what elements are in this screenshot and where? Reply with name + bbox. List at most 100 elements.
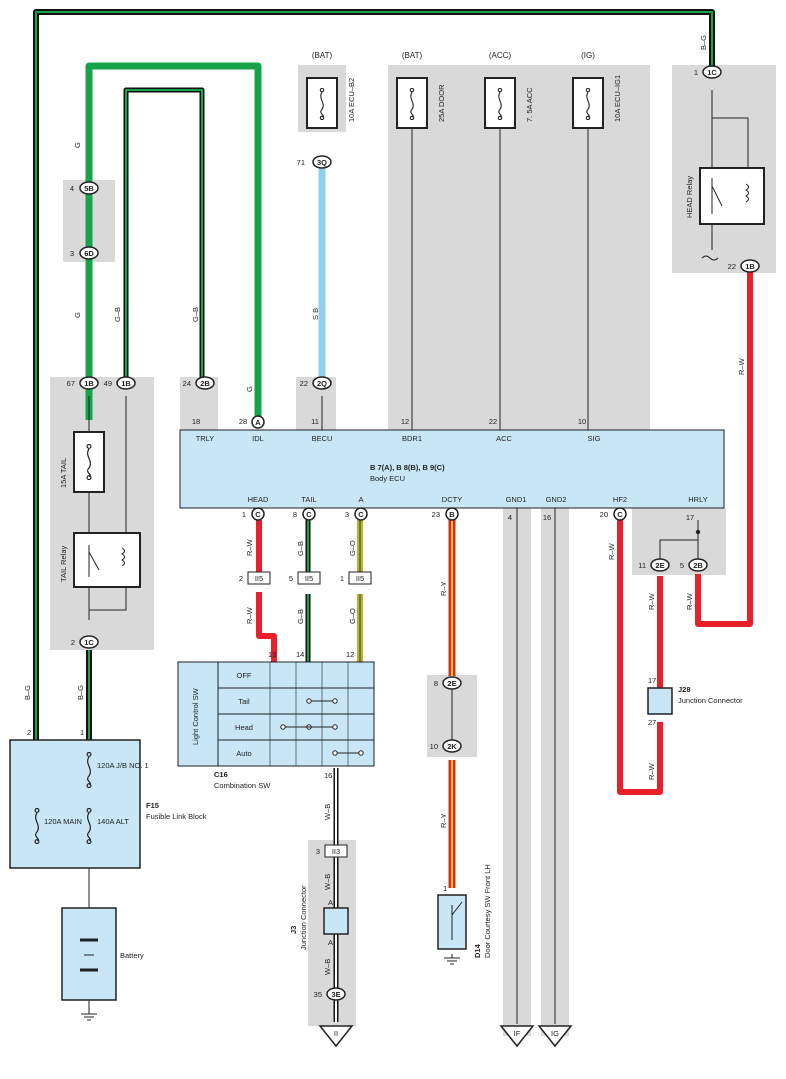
relay-label: TAIL Relay (59, 545, 68, 582)
wire-code-g: G (245, 386, 254, 392)
ecu-pin-label: GND2 (546, 495, 567, 504)
switch-pin: 16 (324, 771, 332, 780)
connector-pin: 5 (289, 574, 293, 583)
wire-code-wb: W–B (323, 804, 332, 820)
fusible-pin-right: 1 (80, 728, 84, 737)
ecu-subtitle: Body ECU (370, 474, 405, 483)
connector-pin: 5 (680, 561, 684, 570)
panel-tail-block (50, 377, 154, 650)
wire-code-rw: R–W (245, 538, 254, 556)
connector-pin: 1 (340, 574, 344, 583)
j3-pin-a: A (328, 938, 333, 947)
battery-label: Battery (120, 951, 144, 960)
fuse-name: 15A TAIL (59, 458, 68, 488)
ecu-pin-num: 23 (432, 510, 440, 519)
j28-junction: 17 27 J28 Junction Connector (647, 676, 743, 727)
wire-code-go: G–O (348, 608, 357, 624)
ecu-pin-num: 18 (192, 417, 200, 426)
fusible-ref: F15 (146, 801, 159, 810)
wire-code-rw: R–W (607, 542, 616, 560)
relay-label: HEAD Relay (685, 176, 694, 218)
ecu-bottom-connectors: C 1 C 8 C 3 B 23 4 16 C 20 17 (242, 507, 694, 522)
fuse-ig1: (IG) 10A ECU–IG1 (572, 51, 622, 129)
switch-pin: 13 (268, 650, 276, 659)
j28-ref: J28 (678, 685, 691, 694)
fuse-name: 7. 5A ACC (525, 87, 534, 122)
connector-code: 2E (447, 679, 456, 688)
switch-ref: C16 (214, 770, 228, 779)
j3-ref: J3 (289, 926, 298, 934)
connector-code: 5B (84, 184, 94, 193)
wire-code-bg: B–G (76, 685, 85, 700)
fuse-supply-label: (BAT) (312, 51, 333, 60)
switch-pin: 12 (346, 650, 354, 659)
grounds-if-ig: IF IG (499, 1025, 573, 1048)
wire-code-bg: B–G (23, 685, 32, 700)
ecu-pin-num: 17 (686, 513, 694, 522)
ecu-pin-label: TAIL (301, 495, 316, 504)
fuse-supply-label: (ACC) (489, 51, 512, 60)
connector-code: II5 (305, 574, 313, 583)
wire-code-g: G (73, 312, 82, 318)
connector-code: II5 (356, 574, 364, 583)
connector-code: B (449, 510, 455, 519)
wire-rw-head (256, 520, 277, 662)
ecu-pin-num: 3 (345, 510, 349, 519)
fuse-main: 120A MAIN (44, 817, 82, 826)
wire-rw-relay (695, 272, 753, 627)
connector-pin: 2 (71, 638, 75, 647)
wire-code-g: G (73, 142, 82, 148)
switch-row-tail: Tail (238, 697, 250, 706)
connector-code: II5 (255, 574, 263, 583)
wire-code-rw: R–W (647, 762, 656, 780)
connector-pin: 1 (694, 68, 698, 77)
fuse-name: 10A ECU–B2 (347, 78, 356, 122)
panels (50, 65, 776, 1036)
ecu-pin-label: BDR1 (402, 434, 422, 443)
ecu-pin-label: TRLY (196, 434, 215, 443)
ecu-pin-label: GND1 (506, 495, 527, 504)
wire-code-ry: R–Y (439, 581, 448, 596)
connector-pin: 2 (239, 574, 243, 583)
fuse-alt: 140A ALT (97, 817, 129, 826)
ecu-pin-num: 1 (242, 510, 246, 519)
switch-desc: Combination SW (214, 781, 271, 790)
switch-name: Light Control SW (191, 687, 200, 745)
head-relay-block: B–G 1C 1 HEAD Relay 1B 22 R–W (685, 35, 765, 375)
wire-code-gb: G–B (113, 307, 122, 322)
door-desc: Door Courtesy SW Front LH (483, 864, 492, 958)
wire-code-bg: B–G (699, 35, 708, 50)
connector-code: 1B (121, 379, 131, 388)
fuse-acc: (ACC) 7. 5A ACC (484, 51, 534, 129)
fuse-name: 25A DOOR (437, 84, 446, 122)
connector-code: C (255, 510, 261, 519)
ecu-pin-num: 16 (543, 513, 551, 522)
switch-row-off: OFF (237, 671, 252, 680)
connector-code: C (358, 510, 364, 519)
ecu-pin-label: HEAD (248, 495, 269, 504)
connector-pin: 22 (728, 262, 736, 271)
door-ref: D14 (473, 943, 482, 958)
connector-code: 6D (84, 249, 94, 258)
connector-pin: 11 (638, 561, 646, 570)
connector-pin: 8 (434, 679, 438, 688)
ecu-pin-label: ACC (496, 434, 512, 443)
connector-pin: 22 (300, 379, 308, 388)
door-pin: 1 (443, 884, 447, 893)
j3-desc: Junction Connector (299, 885, 308, 950)
fusible-desc: Fusible Link Block (146, 812, 207, 821)
ecu-pin-num: 10 (578, 417, 586, 426)
connector-code: 1B (745, 262, 755, 271)
j28-pin-top: 17 (648, 676, 656, 685)
ground-label: IG (551, 1029, 559, 1038)
tail-block: 1B 67 1B 49 15A TAIL TAIL Relay 1C 2 (59, 376, 141, 649)
junction-left: G 5B 4 6D 3 G G–B G–B S B G (70, 142, 320, 392)
fusible-link-block: B–G B–G 2 1 120A MAIN 120A J/B NO. 1 140… (9, 685, 207, 869)
ecu-pin-num: 8 (293, 510, 297, 519)
wire-codes-mid: R–W G–B G–O R–W G–B G–O R–Y R–W R–W R–W … (245, 538, 694, 780)
connector-code: 1C (707, 68, 717, 77)
connector-code: 1B (84, 379, 94, 388)
switch-row-auto: Auto (236, 749, 251, 758)
connector-pin: 24 (183, 379, 191, 388)
